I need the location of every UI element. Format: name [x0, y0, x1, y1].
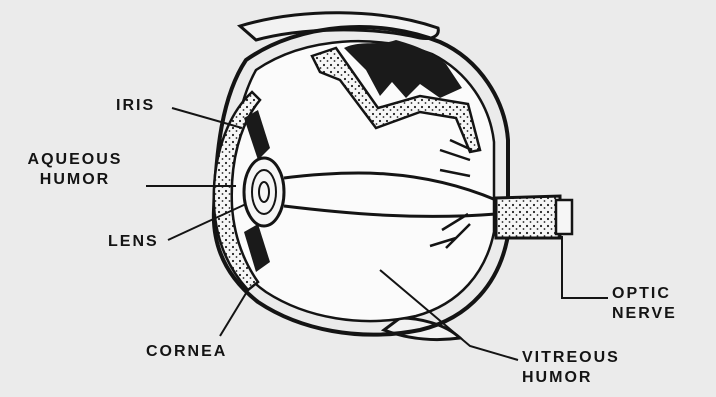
- label-aqueous-humor: AQUEOUS HUMOR: [10, 150, 140, 190]
- cornea-leader: [220, 290, 248, 336]
- optic-nerve-leader: [562, 236, 608, 298]
- optic-nerve-shape: [496, 196, 560, 238]
- label-optic-nerve: OPTIC NERVE: [612, 284, 677, 324]
- label-lens: LENS: [108, 232, 159, 252]
- lens-shape: [244, 158, 284, 226]
- label-vitreous-humor: VITREOUS HUMOR: [522, 348, 620, 388]
- label-cornea: CORNEA: [146, 342, 227, 362]
- label-iris: IRIS: [116, 96, 155, 116]
